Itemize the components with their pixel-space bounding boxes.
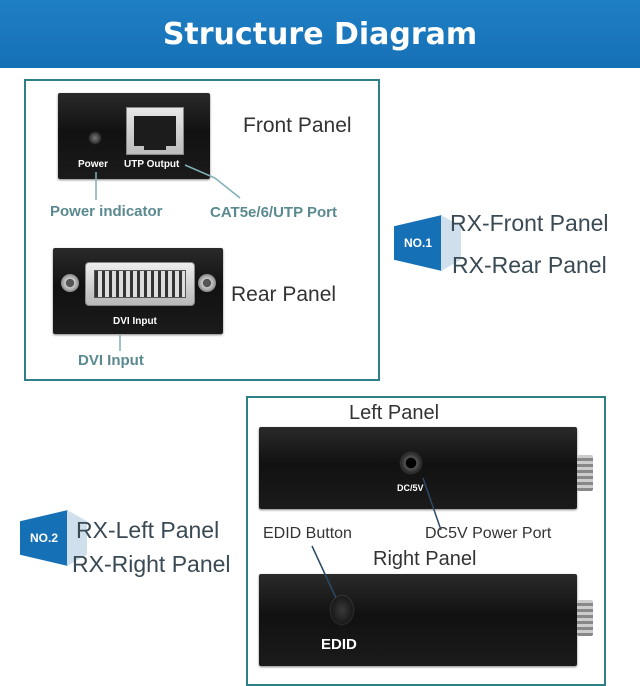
rj45-port-icon [126, 107, 184, 155]
edid-button-callout: EDID Button [263, 525, 352, 543]
dvi-port-icon [85, 262, 195, 306]
right-screw-icon [198, 274, 216, 292]
front-panel-device: Power UTP Output [58, 93, 210, 179]
power-device-label: Power [78, 159, 108, 170]
right-panel-title: Right Panel [373, 548, 476, 571]
dvi-input-callout: DVI Input [78, 352, 144, 369]
dc-jack-icon [401, 453, 421, 473]
left-panel-title: Left Panel [349, 402, 439, 425]
left-panel-device: DC/5V [259, 427, 577, 509]
utp-port-callout: CAT5e/6/UTP Port [210, 204, 337, 221]
no2-badge: NO.2 [20, 510, 68, 566]
rear-panel-title: Rear Panel [231, 283, 336, 307]
power-indicator-callout: Power indicator [50, 203, 163, 220]
edid-device-label: EDID [321, 636, 357, 653]
no1-badge: NO.1 [394, 215, 442, 271]
left-screw-icon [61, 274, 79, 292]
power-led [90, 133, 100, 143]
right-device-connector-icon [577, 600, 593, 636]
utp-output-device-label: UTP Output [124, 159, 179, 170]
front-panel-title: Front Panel [243, 114, 352, 138]
dvi-input-device-label: DVI Input [113, 316, 157, 327]
diagram-title: Structure Diagram [0, 0, 640, 68]
rx-right-panel-label: RX-Right Panel [72, 551, 231, 578]
right-panel-device: EDID [259, 574, 577, 666]
edid-button-icon [331, 596, 353, 624]
left-device-connector-icon [577, 455, 593, 491]
rx-left-panel-label: RX-Left Panel [76, 517, 219, 544]
dc5v-power-port-callout: DC5V Power Port [425, 525, 551, 543]
rear-panel-device: DVI Input [53, 248, 223, 334]
rx-front-panel-label: RX-Front Panel [450, 210, 609, 237]
rx-rear-panel-label: RX-Rear Panel [452, 252, 607, 279]
dc5v-device-label: DC/5V [397, 483, 424, 493]
